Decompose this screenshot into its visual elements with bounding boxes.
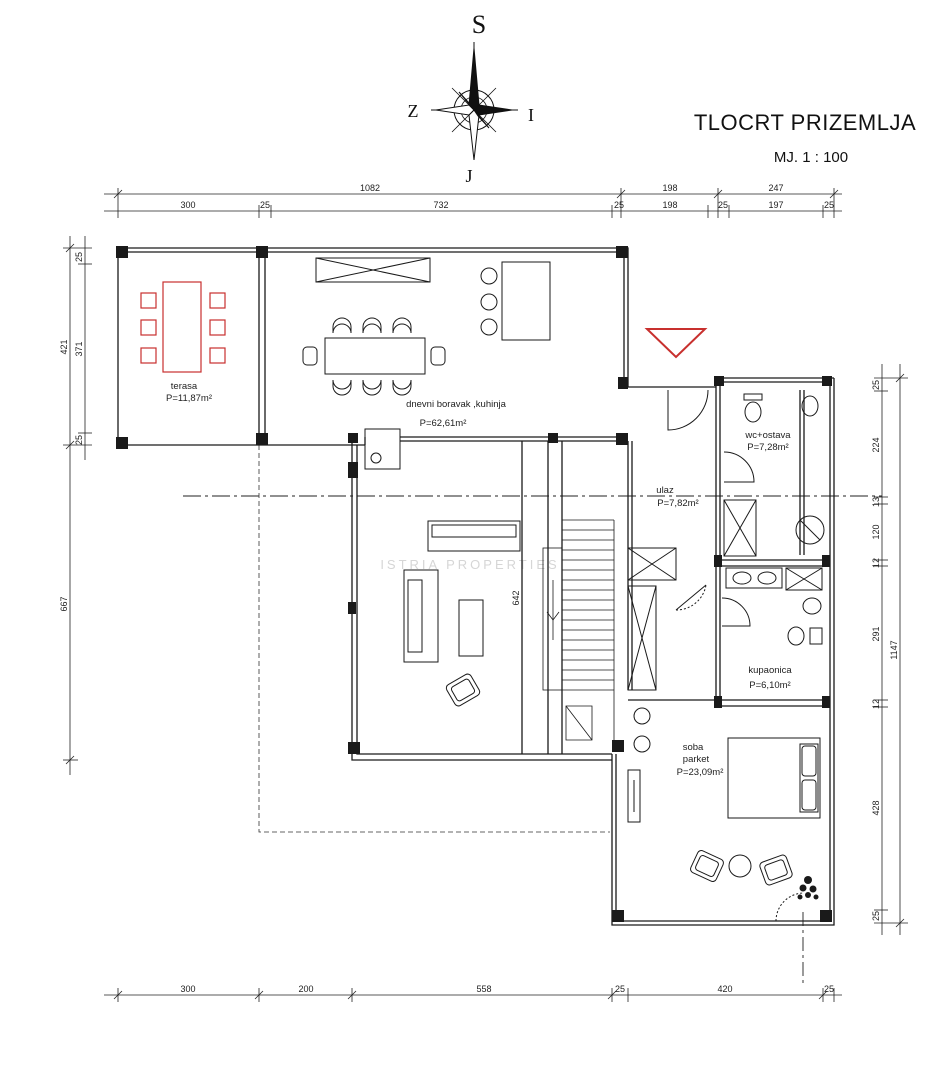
dim-bottom-4: 25: [615, 984, 625, 994]
dim-bottom-1: 300: [180, 984, 195, 994]
dim-top-detail-2: 25: [260, 200, 270, 210]
dim-right-inner-3: 13: [871, 497, 881, 507]
dim-left-inner-3: 25: [74, 435, 84, 445]
bathroom-fixtures: [721, 567, 823, 646]
dim-bottom-2: 200: [298, 984, 313, 994]
dim-bottom-6: 25: [824, 984, 834, 994]
dim-right-inner-1: 25: [871, 380, 881, 390]
compass-north-label: S: [472, 10, 486, 39]
dim-right-outer: 1147: [889, 640, 899, 659]
columns: [116, 246, 832, 922]
plant-icon: [797, 876, 819, 900]
wc-name: wc+ostava: [744, 430, 791, 441]
bedroom-area: P=23,09m²: [677, 767, 724, 778]
wc-fixtures: [723, 393, 825, 557]
compass-rose: [431, 42, 518, 161]
wc-area: P=7,28m²: [747, 442, 788, 453]
dim-right-inner-7: 12: [871, 699, 881, 709]
bath-area: P=6,10m²: [749, 680, 790, 691]
dim-top-detail-5: 198: [662, 200, 677, 210]
living-area: P=62,61m²: [420, 418, 467, 429]
top-dimension-lines: [104, 188, 842, 218]
dim-left-inner-2: 371: [74, 341, 84, 356]
compass-east-label: I: [528, 105, 534, 125]
dining-table: [302, 317, 446, 396]
plan-title: TLOCRT PRIZEMLJA: [694, 110, 916, 135]
dim-right-inner-2: 224: [871, 437, 881, 452]
dim-top-detail-7: 197: [768, 200, 783, 210]
bedroom-furniture: [627, 707, 821, 922]
terrace-area: P=11,87m²: [166, 393, 212, 404]
entry-area: P=7,82m²: [657, 498, 698, 509]
bottom-dimension-lines: [104, 988, 842, 1002]
dim-left-outer-2: 667: [59, 596, 69, 611]
compass-south-label: J: [465, 166, 472, 186]
dim-bottom-5: 420: [717, 984, 732, 994]
compass-west-label: Z: [408, 101, 419, 121]
fireplace: [364, 428, 401, 470]
dim-top-overall-3: 247: [768, 183, 783, 193]
terrace-name: terasa: [171, 381, 198, 392]
sofa-set: [403, 520, 521, 707]
dim-left-outer-1: 421: [59, 339, 69, 354]
roof-outline: [258, 445, 610, 833]
entry-fixtures: [627, 389, 709, 691]
kitchen-counter: [315, 257, 551, 341]
dim-right-inner-8: 428: [871, 800, 881, 815]
dim-top-detail-6: 25: [718, 200, 728, 210]
right-dimension-lines: [874, 364, 908, 935]
plan-scale: MJ. 1 : 100: [774, 149, 848, 166]
dim-right-inner-6: 291: [871, 626, 881, 641]
dim-top-detail-4: 25: [614, 200, 624, 210]
entry-name: ulaz: [656, 485, 674, 496]
dim-top-overall-2: 198: [662, 183, 677, 193]
living-name: dnevni boravak ,kuhinja: [406, 399, 507, 410]
dim-right-inner-5: 12: [871, 558, 881, 568]
bedroom-floor: parket: [683, 754, 710, 765]
dim-top-detail-8: 25: [824, 200, 834, 210]
bedroom-name: soba: [683, 742, 704, 753]
dim-bottom-3: 558: [476, 984, 491, 994]
dim-left-inner-1: 25: [74, 252, 84, 262]
bath-name: kupaonica: [748, 665, 792, 676]
dim-top-detail-3: 732: [433, 200, 448, 210]
entry-marker: [644, 328, 708, 359]
dim-top-overall-1: 1082: [360, 183, 380, 193]
watermark: ISTRIA PROPERTIES: [380, 557, 559, 572]
dim-stair: 642: [511, 590, 521, 605]
dim-right-inner-9: 25: [871, 911, 881, 921]
dim-right-inner-4: 120: [871, 524, 881, 539]
staircase: [542, 519, 615, 741]
dim-top-detail-1: 300: [180, 200, 195, 210]
terrace-dining-set: [140, 281, 226, 373]
left-dimension-lines: [63, 236, 92, 775]
